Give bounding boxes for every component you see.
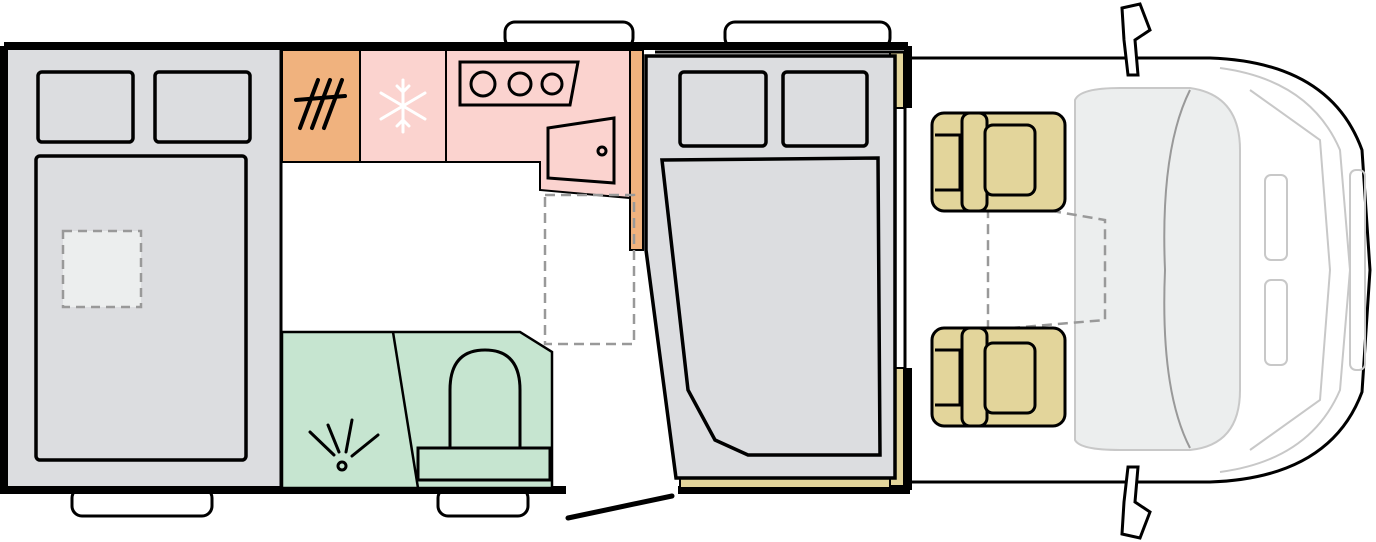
seat-icon	[930, 111, 1067, 213]
rear-bed	[34, 70, 252, 462]
pillow-icon	[781, 70, 869, 148]
middle-bed	[644, 54, 897, 480]
mirror-icon	[1120, 2, 1152, 77]
kitchen-counter	[445, 49, 631, 200]
snowflake-icon	[379, 78, 427, 134]
cab	[903, 2, 1372, 540]
shower-drain-icon	[308, 418, 380, 472]
heating-icon	[294, 78, 347, 130]
mirror-icon	[1120, 465, 1152, 540]
pillow-icon	[153, 70, 252, 144]
wall	[0, 42, 912, 494]
sink-icon	[546, 116, 616, 185]
pillow-icon	[678, 70, 768, 148]
table-outline	[543, 193, 636, 346]
windows	[70, 20, 892, 518]
cabinet-strip	[629, 49, 644, 251]
pillow-icon	[36, 70, 135, 144]
door-icon[interactable]	[565, 493, 675, 521]
toilet-icon	[416, 348, 552, 482]
stove-icon	[458, 60, 580, 107]
seat-icon	[930, 326, 1067, 428]
